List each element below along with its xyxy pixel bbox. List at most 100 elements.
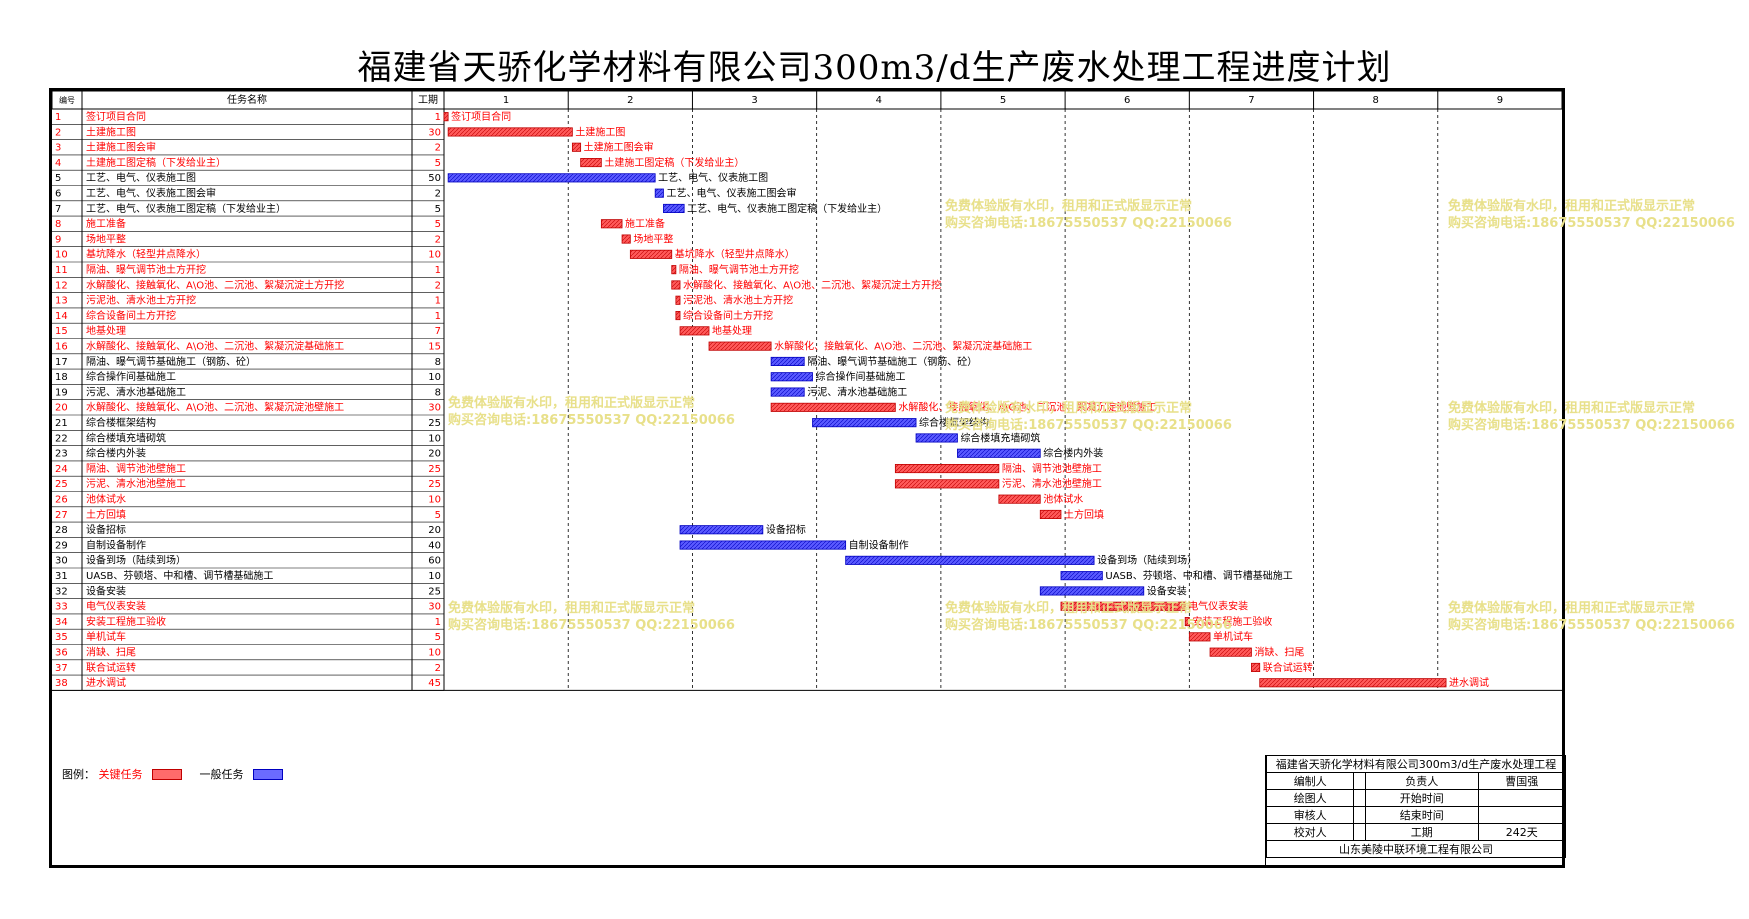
task-duration: 20 bbox=[428, 449, 441, 460]
legend-critical-label: 关键任务 bbox=[98, 768, 143, 781]
bar-label: 设备安装 bbox=[1147, 584, 1187, 597]
gantt-bar bbox=[571, 142, 582, 152]
task-duration: 1 bbox=[435, 112, 441, 123]
header-row bbox=[52, 91, 1562, 110]
gantt-bar bbox=[770, 387, 805, 397]
task-id: 3 bbox=[55, 143, 61, 154]
gantt-bar bbox=[894, 463, 1000, 474]
task-duration: 2 bbox=[435, 189, 441, 200]
gantt-bar bbox=[812, 418, 917, 428]
task-id: 19 bbox=[55, 387, 68, 398]
task-id: 26 bbox=[55, 495, 68, 506]
task-name: 场地平整 bbox=[86, 232, 126, 245]
task-id: 35 bbox=[55, 632, 68, 643]
bar-label: 工艺、电气、仪表施工图定稿（下发给业主） bbox=[687, 202, 887, 215]
task-name: 隔油、调节池池壁施工 bbox=[86, 462, 186, 475]
task-id: 8 bbox=[55, 219, 61, 230]
bar-label: 综合操作间基础施工 bbox=[816, 370, 906, 383]
bar-label: 消缺、扫尾 bbox=[1254, 646, 1304, 659]
bar-label: 工艺、电气、仪表施工图 bbox=[658, 171, 768, 184]
gantt-bar bbox=[915, 433, 958, 443]
drawer-value bbox=[1353, 772, 1366, 790]
gantt-bar bbox=[447, 173, 656, 183]
gantt-bar bbox=[679, 326, 710, 336]
bar-label: 土建施工图 bbox=[575, 125, 625, 138]
bar-label: 施工准备 bbox=[625, 217, 665, 230]
task-duration: 30 bbox=[428, 403, 441, 414]
task-id: 16 bbox=[55, 342, 68, 353]
task-duration: 10 bbox=[428, 648, 441, 659]
task-id: 27 bbox=[55, 510, 68, 521]
check-label: 校对人 bbox=[1265, 823, 1355, 841]
watermark-8: 免费体验版有水印，租用和正式版显示正常购买咨询电话:18675550537 QQ… bbox=[1448, 601, 1735, 633]
title-block-company: 山东美陵中联环境工程有限公司 bbox=[1266, 840, 1566, 858]
task-id: 9 bbox=[55, 234, 61, 245]
task-id: 12 bbox=[55, 280, 68, 291]
watermark-2: 免费体验版有水印，租用和正式版显示正常购买咨询电话:18675550537 QQ… bbox=[945, 199, 1232, 231]
month-label: 4 bbox=[876, 95, 882, 106]
task-name: 池体试水 bbox=[86, 493, 126, 506]
gantt-bar bbox=[629, 249, 673, 259]
task-id: 2 bbox=[55, 127, 61, 138]
task-name: 安装工程施工验收 bbox=[86, 615, 166, 628]
task-name: 综合设备间土方开挖 bbox=[86, 309, 176, 322]
gantt-bar bbox=[770, 356, 805, 366]
watermark-1: 免费体验版有水印，租用和正式版显示正常购买咨询电话:18675550537 QQ… bbox=[448, 396, 735, 428]
gantt-bar bbox=[770, 402, 896, 412]
task-name: 设备到场（陆续到场） bbox=[86, 554, 186, 567]
gantt-bar bbox=[1060, 571, 1103, 581]
task-name: 联合试运转 bbox=[86, 661, 136, 674]
task-name: 水解酸化、接触氧化、A\O池、二沉池、絮凝沉淀土方开挖 bbox=[86, 278, 344, 291]
bar-label: 单机试车 bbox=[1213, 630, 1253, 643]
month-label: 8 bbox=[1372, 95, 1378, 106]
task-id: 30 bbox=[55, 556, 68, 567]
task-name: 工艺、电气、仪表施工图 bbox=[86, 171, 196, 184]
task-duration: 1 bbox=[435, 265, 441, 276]
watermark-6: 免费体验版有水印，租用和正式版显示正常购买咨询电话:18675550537 QQ… bbox=[448, 601, 735, 633]
task-id: 15 bbox=[55, 326, 68, 337]
bar-label: 设备招标 bbox=[766, 523, 806, 536]
bar-label: 污泥池、清水池土方开挖 bbox=[683, 294, 793, 307]
task-name: 电气仪表安装 bbox=[86, 600, 146, 613]
task-id: 38 bbox=[55, 678, 68, 689]
task-id: 6 bbox=[55, 189, 61, 200]
task-duration: 8 bbox=[435, 357, 441, 368]
task-id: 28 bbox=[55, 525, 68, 536]
task-id: 13 bbox=[55, 296, 68, 307]
task-id: 24 bbox=[55, 464, 68, 475]
task-name: 隔油、曝气调节池土方开挖 bbox=[86, 263, 206, 276]
page-title: 福建省天骄化学材料有限公司300m3/d生产废水处理工程进度计划 bbox=[357, 48, 1392, 88]
task-id: 4 bbox=[55, 158, 61, 169]
gantt-bar bbox=[447, 127, 573, 137]
task-name: 污泥、清水池基础施工 bbox=[86, 385, 186, 398]
gantt-bar bbox=[957, 448, 1041, 458]
bar-label: 自制设备制作 bbox=[849, 538, 909, 551]
task-id: 5 bbox=[55, 173, 61, 184]
start-value bbox=[1477, 789, 1567, 807]
bar-label: 综合设备间土方开挖 bbox=[683, 309, 773, 322]
task-name: 土建施工图 bbox=[86, 125, 136, 138]
bar-label: 土方回填 bbox=[1064, 508, 1104, 521]
task-name: 综合楼填充墙砌筑 bbox=[86, 431, 166, 444]
duration-label: 工期 bbox=[1364, 823, 1479, 841]
draw-label: 绘图人 bbox=[1265, 789, 1355, 807]
gantt-bar bbox=[654, 188, 664, 198]
task-name: 单机试车 bbox=[86, 630, 126, 643]
task-id: 36 bbox=[55, 648, 68, 659]
task-duration: 1 bbox=[435, 617, 441, 628]
watermark-3: 免费体验版有水印，租用和正式版显示正常购买咨询电话:18675550537 QQ… bbox=[1448, 199, 1735, 231]
month-label: 6 bbox=[1124, 95, 1130, 106]
task-name: 隔油、曝气调节基础施工（钢筋、砼） bbox=[86, 355, 256, 368]
task-duration: 7 bbox=[435, 326, 441, 337]
task-name: 综合楼框架结构 bbox=[86, 416, 156, 429]
task-duration: 2 bbox=[435, 143, 441, 154]
task-duration: 1 bbox=[435, 296, 441, 307]
watermark-7: 免费体验版有水印，租用和正式版显示正常购买咨询电话:18675550537 QQ… bbox=[945, 601, 1232, 633]
bar-label: 设备到场（陆续到场） bbox=[1097, 554, 1197, 567]
gantt-bar bbox=[675, 310, 681, 321]
gantt-bar bbox=[1209, 647, 1252, 657]
bar-label: 土建施工图定稿（下发给业主） bbox=[604, 156, 744, 169]
gantt-bar bbox=[671, 280, 681, 290]
task-duration: 25 bbox=[428, 479, 441, 490]
